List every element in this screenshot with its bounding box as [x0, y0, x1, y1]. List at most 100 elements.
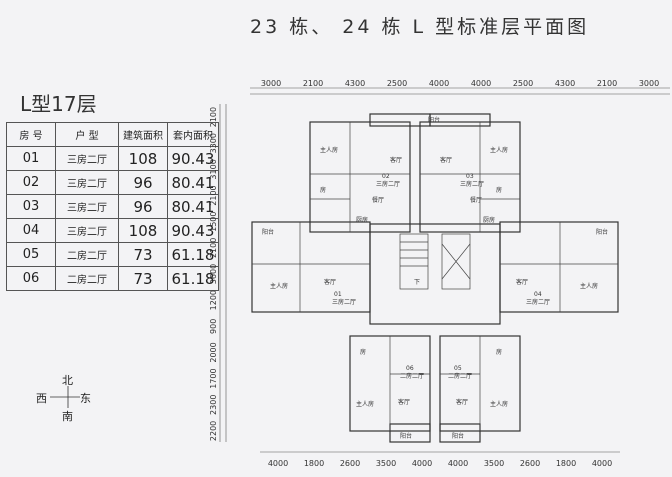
cell-room-no: 02: [6, 170, 56, 195]
room-label-living: 客厅: [456, 398, 468, 406]
left-dimension-line: [219, 104, 227, 442]
floor-plan-drawing: 3000 2100 4300 2500 4000 4000 2500 4300 2100 3000…: [209, 79, 670, 468]
cell-unit-type: 二房二厅: [55, 242, 119, 267]
room-label-balcony: 阳台: [428, 116, 440, 124]
room-label-living: 客厅: [390, 156, 402, 164]
dimension-label-bottom: 4000: [268, 459, 288, 468]
cell-gross-area: 73: [118, 242, 168, 267]
dimension-label-left: 2100: [209, 107, 218, 127]
dimension-label-bottom: 4000: [592, 459, 612, 468]
dimension-label-top: 2100: [303, 79, 323, 88]
room-label-room: 房: [320, 186, 326, 194]
unit-type-05: 二房二厅: [448, 372, 472, 380]
cell-room-no: 05: [6, 242, 56, 267]
dimension-label-top: 2500: [387, 79, 407, 88]
unit-type-03: 三房二厅: [460, 180, 484, 188]
unit-area-table: 房 号 户 型 建筑面积 套内面积 01 三房二厅 108 90.43 02 三…: [6, 122, 219, 291]
dimension-label-bottom: 3500: [376, 459, 396, 468]
room-label-dining: 餐厅: [470, 196, 482, 204]
table-header-row: 房 号 户 型 建筑面积 套内面积: [6, 122, 219, 147]
building-outline: [251, 113, 619, 443]
cell-gross-area: 96: [118, 170, 168, 195]
room-labels: 阳台 主人房 主人房 客厅 客厅 房 房 餐厅 餐厅 厨房 厨房 阳台 阳台 主…: [262, 116, 608, 440]
cell-gross-area: 108: [118, 218, 168, 243]
cell-net-area: 90.43: [167, 218, 219, 243]
unit-number-05: 05: [454, 365, 462, 372]
dimension-label-top: 4300: [555, 79, 575, 88]
unit-type-04: 三房二厅: [526, 298, 550, 306]
room-label-living: 客厅: [516, 278, 528, 286]
room-label-master: 主人房: [490, 146, 508, 154]
plan-title: 23 栋、 24 栋 L 型标准层平面图: [250, 16, 590, 38]
room-label-dining: 餐厅: [372, 196, 384, 204]
compass-rose: 北 西 东 南: [32, 372, 102, 423]
compass-north: 北: [62, 374, 73, 387]
dimension-label-left: 3600: [209, 264, 218, 284]
dimension-label-left: 900: [209, 319, 218, 334]
compass-east: 东: [80, 392, 91, 405]
dimension-label-top: 2500: [513, 79, 533, 88]
header-room-no: 房 号: [6, 122, 56, 147]
room-label-balcony: 阳台: [400, 432, 412, 440]
unit-type-01: 三房二厅: [332, 298, 356, 306]
cell-gross-area: 108: [118, 146, 168, 171]
dimension-label-top: 3000: [639, 79, 659, 88]
cell-unit-type: 三房二厅: [55, 194, 119, 219]
room-label-master: 主人房: [356, 400, 374, 408]
dimension-label-bottom: 4000: [412, 459, 432, 468]
cell-unit-type: 三房二厅: [55, 218, 119, 243]
dimension-label-bottom: 1800: [556, 459, 576, 468]
room-label-living: 客厅: [398, 398, 410, 406]
interior-walls: [252, 122, 618, 431]
cell-room-no: 01: [6, 146, 56, 171]
header-unit-type: 户 型: [55, 122, 119, 147]
table-row: 02 三房二厅 96 80.41: [6, 170, 219, 195]
room-label-kitchen: 厨房: [483, 216, 495, 224]
dimension-label-left: 2100: [209, 185, 218, 205]
cell-unit-type: 二房二厅: [55, 266, 119, 291]
room-label-master: 主人房: [320, 146, 338, 154]
cell-gross-area: 73: [118, 266, 168, 291]
unit-labels: 01 三房二厅 02 三房二厅 03 三房二厅 04 三房二厅 05 二房二厅 …: [332, 173, 550, 380]
table-row: 01 三房二厅 108 90.43: [6, 146, 219, 171]
table-row: 05 二房二厅 73 61.18: [6, 242, 219, 267]
room-label-living: 客厅: [324, 278, 336, 286]
room-label-room: 房: [496, 348, 502, 356]
dimension-label-bottom: 3500: [484, 459, 504, 468]
table-row: 04 三房二厅 108 90.43: [6, 218, 219, 243]
dimension-label-top: 4300: [345, 79, 365, 88]
compass-south: 南: [62, 410, 73, 423]
cell-unit-type: 三房二厅: [55, 146, 119, 171]
room-label-room: 房: [496, 186, 502, 194]
unit-number-02: 02: [382, 173, 390, 180]
room-label-balcony: 阳台: [452, 432, 464, 440]
room-label-balcony: 阳台: [262, 228, 274, 236]
dimension-label-top: 3000: [261, 79, 281, 88]
dimension-label-top: 4000: [429, 79, 449, 88]
dimension-label-top: 2100: [597, 79, 617, 88]
dimension-label-top: 4000: [471, 79, 491, 88]
room-label-master: 主人房: [490, 400, 508, 408]
dimension-label-bottom: 2600: [340, 459, 360, 468]
dimension-label-left: 2200: [209, 421, 218, 441]
floor-type-label: L型17层: [20, 92, 97, 116]
room-label-master: 主人房: [270, 282, 288, 290]
unit-number-01: 01: [334, 291, 342, 298]
room-label-master: 主人房: [580, 282, 598, 290]
dimension-label-left: 3300: [209, 133, 218, 153]
unit-number-04: 04: [534, 291, 542, 298]
unit-type-06: 二房二厅: [400, 372, 424, 380]
unit-number-06: 06: [406, 365, 414, 372]
cell-room-no: 06: [6, 266, 56, 291]
dimension-label-left: 2000: [209, 342, 218, 362]
room-label-stair-down: 下: [414, 279, 420, 286]
table-row: 03 三房二厅 96 80.41: [6, 194, 219, 219]
table-row: 06 二房二厅 73 61.18: [6, 266, 219, 291]
room-label-living: 客厅: [440, 156, 452, 164]
dimension-label-left: 2100: [209, 238, 218, 258]
top-dimension-line: [250, 87, 670, 95]
compass-west: 西: [36, 392, 47, 405]
room-label-balcony: 阳台: [596, 228, 608, 236]
cell-net-area: 80.41: [167, 170, 219, 195]
